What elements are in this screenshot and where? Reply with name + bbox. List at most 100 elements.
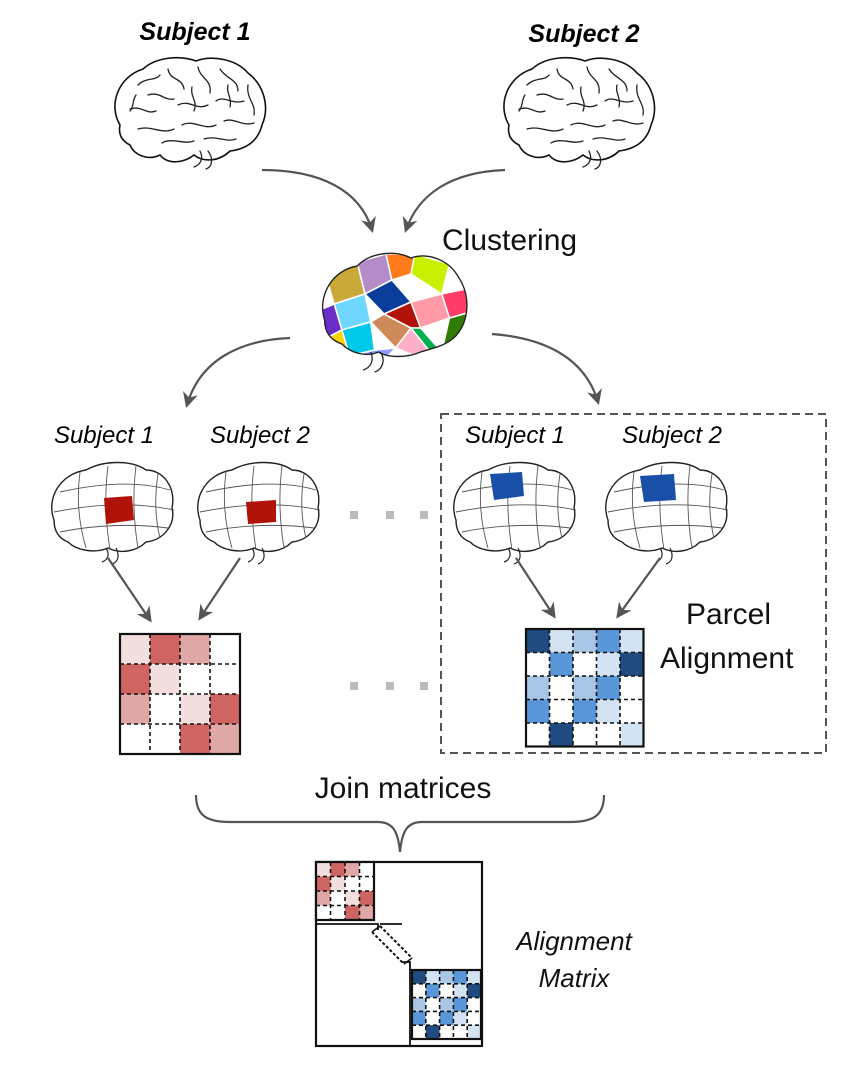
red-matrix-cell bbox=[210, 724, 240, 754]
final-alignment-matrix bbox=[314, 860, 484, 1048]
blue-matrix-cell bbox=[596, 723, 620, 747]
final-blue-cell bbox=[467, 1025, 481, 1039]
red-matrix-cell bbox=[120, 694, 150, 724]
top-subject-1-label: Subject 1 bbox=[139, 18, 250, 46]
red-matrix-cell bbox=[180, 634, 210, 664]
final-blue-cell bbox=[467, 970, 481, 984]
red-matrix-cell bbox=[150, 664, 180, 694]
final-red-cell bbox=[359, 876, 374, 891]
top-subject-2-label: Subject 2 bbox=[528, 20, 639, 48]
blue-matrix-cell bbox=[573, 629, 597, 653]
blue-matrix-cell bbox=[549, 723, 573, 747]
final-red-cell bbox=[316, 862, 331, 877]
final-blue-cell bbox=[467, 997, 481, 1012]
blue-matrix-cell bbox=[549, 699, 573, 723]
parcel-label-line2: Alignment bbox=[660, 642, 794, 675]
red-matrix-cell bbox=[150, 634, 180, 664]
blue-matrix-cell bbox=[596, 699, 620, 723]
red-matrix-cell bbox=[210, 634, 240, 664]
blue-matrix-cell bbox=[596, 652, 620, 676]
subject-1-brain-icon bbox=[114, 56, 267, 170]
blue-matrix-cell bbox=[526, 723, 550, 747]
clustering-label: Clustering bbox=[442, 224, 577, 257]
blue-matrix-cell bbox=[526, 699, 550, 723]
arrow-subject1-to-clustering bbox=[261, 168, 376, 233]
blue-matrix-cell bbox=[596, 629, 620, 653]
right-subject-2-label: Subject 2 bbox=[622, 422, 722, 449]
blue-matrix-cell bbox=[620, 652, 644, 676]
final-blue-cell bbox=[453, 970, 468, 984]
final-red-cell bbox=[316, 891, 331, 906]
left-subject-2-parcel-brain bbox=[197, 461, 321, 565]
final-red-cell bbox=[330, 876, 345, 891]
red-matrix-cell bbox=[120, 664, 150, 694]
blue-matrix-cell bbox=[620, 723, 644, 747]
blue-matrix-cell bbox=[549, 652, 573, 676]
parcel-alignment-box bbox=[440, 413, 827, 754]
final-blue-cell bbox=[453, 1011, 468, 1026]
final-red-cell bbox=[345, 905, 360, 920]
red-alignment-matrix bbox=[118, 632, 242, 756]
arrow-left-s2-to-matrix bbox=[198, 557, 241, 621]
final-blue-cell bbox=[412, 970, 426, 984]
final-blue-cell bbox=[425, 970, 440, 984]
blue-matrix-cell bbox=[526, 676, 550, 700]
alignment-matrix-label-line1: Alignment bbox=[514, 926, 633, 956]
blue-parcel-patch bbox=[640, 474, 676, 502]
blue-matrix-cell bbox=[526, 629, 550, 653]
alignment-matrix-label-line2: Matrix bbox=[539, 963, 611, 993]
parcel-region bbox=[410, 253, 451, 296]
final-blue-cell bbox=[439, 1025, 454, 1039]
final-blue-cell bbox=[412, 983, 426, 998]
red-matrix-cell bbox=[210, 694, 240, 724]
final-blue-cell bbox=[439, 997, 454, 1012]
blue-matrix-cell bbox=[573, 699, 597, 723]
final-blue-cell bbox=[453, 997, 468, 1012]
diagonal-dashed-band bbox=[371, 925, 413, 965]
blue-matrix-cell bbox=[549, 629, 573, 653]
final-red-cell bbox=[345, 876, 360, 891]
subject-2-brain-icon bbox=[503, 56, 656, 170]
join-brace bbox=[194, 794, 606, 853]
blue-matrix-cell bbox=[549, 676, 573, 700]
final-red-cell bbox=[330, 905, 345, 920]
right-subject-1-parcel-brain bbox=[453, 461, 577, 565]
red-matrix-cell bbox=[150, 724, 180, 754]
final-blue-cell bbox=[425, 997, 440, 1012]
red-matrix-cell bbox=[180, 694, 210, 724]
left-subject-2-label: Subject 2 bbox=[210, 422, 310, 449]
final-red-cell bbox=[359, 905, 374, 920]
final-red-cell bbox=[316, 876, 331, 891]
final-blue-cell bbox=[453, 983, 468, 998]
arrow-to-left-branch bbox=[183, 336, 291, 408]
red-matrix-cell bbox=[180, 724, 210, 754]
parcel-label-line1: Parcel bbox=[686, 598, 771, 631]
left-subject-1-parcel-brain bbox=[51, 461, 175, 565]
final-blue-cell bbox=[425, 1011, 440, 1026]
right-subject-1-label: Subject 1 bbox=[465, 422, 565, 449]
blue-matrix-cell bbox=[573, 676, 597, 700]
final-blue-cell bbox=[439, 970, 454, 984]
blue-matrix-cell bbox=[596, 676, 620, 700]
arrow-right-s2-to-matrix bbox=[616, 557, 661, 619]
final-blue-cell bbox=[412, 997, 426, 1012]
left-subject-1-label: Subject 1 bbox=[54, 422, 154, 449]
final-red-cell bbox=[316, 905, 331, 920]
final-blue-cell bbox=[467, 1011, 481, 1026]
red-matrix-cell bbox=[120, 724, 150, 754]
blue-matrix-cell bbox=[620, 629, 644, 653]
blue-matrix-cell bbox=[573, 723, 597, 747]
final-red-cell bbox=[345, 862, 360, 877]
arrow-right-s1-to-matrix bbox=[515, 557, 556, 619]
continuation-dots-lower bbox=[350, 682, 428, 690]
blue-matrix-cell bbox=[620, 699, 644, 723]
final-blue-cell bbox=[453, 1025, 468, 1039]
blue-parcel-patch bbox=[490, 472, 524, 500]
arrow-left-s1-to-matrix bbox=[107, 557, 152, 623]
blue-matrix-cell bbox=[620, 676, 644, 700]
final-red-cell bbox=[345, 891, 360, 906]
clustered-brain-icon bbox=[322, 252, 468, 373]
final-blue-cell bbox=[412, 1011, 426, 1026]
final-blue-cell bbox=[439, 983, 454, 998]
